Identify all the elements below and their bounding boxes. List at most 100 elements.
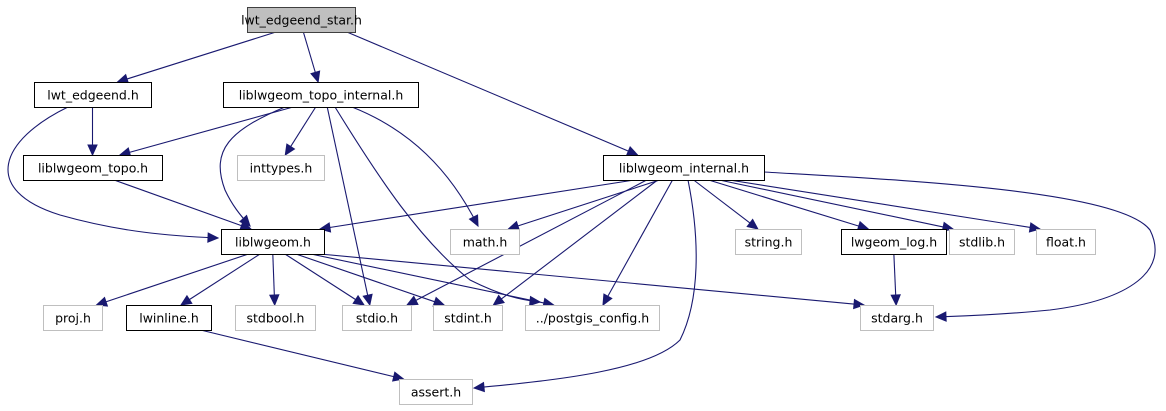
edge-liblwgeom_internal-to-assert: [472, 179, 697, 393]
node-box: [126, 305, 212, 331]
edge-line: [473, 179, 697, 389]
edge-line: [284, 253, 357, 301]
edge-lwt_edgeend_star-to-lwt_edgeend: [116, 31, 277, 84]
node-liblwgeom-internal[interactable]: liblwgeom_internal.h: [603, 155, 765, 181]
edge-liblwgeom_topo_internal-to-liblwgeom_topo: [118, 106, 294, 158]
node-stdarg: stdarg.h: [860, 305, 934, 331]
node-label: stdbool.h: [247, 311, 305, 326]
edge-line: [219, 106, 286, 227]
arrowhead-icon: [392, 371, 405, 382]
arrowhead-icon: [507, 220, 520, 231]
node-label: liblwgeom.h: [235, 235, 311, 250]
arrowhead-icon: [310, 70, 321, 84]
edge-line: [113, 179, 243, 227]
arrowhead-icon: [269, 294, 280, 307]
arrowhead-icon: [179, 294, 193, 306]
node-box: [450, 229, 520, 255]
edge-line: [125, 31, 277, 80]
edge-line: [289, 106, 317, 148]
arrowhead-icon: [853, 298, 866, 310]
edge-liblwgeom-to-postgis_config: [310, 253, 555, 309]
edge-liblwgeom_internal-to-postgis_config: [602, 179, 674, 307]
node-box: [223, 82, 419, 108]
edge-liblwgeom-to-stdbool: [269, 253, 280, 307]
node-label: lwt_edgeend.h: [47, 88, 139, 103]
edge-line: [310, 253, 545, 304]
node-box: [433, 305, 503, 331]
node-lwinline[interactable]: lwinline.h: [126, 305, 212, 331]
edge-line: [693, 179, 752, 224]
edge-lwt_edgeend-to-liblwgeom_topo: [87, 107, 98, 157]
node-postgis-config: ../postgis_config.h: [525, 305, 660, 331]
edge-liblwgeom_internal-to-stdint: [492, 179, 658, 306]
node-label: proj.h: [55, 311, 91, 326]
edge-liblwgeom_topo_internal-to-inttypes: [284, 106, 317, 157]
arrowhead-icon: [468, 214, 479, 228]
node-box: [735, 229, 802, 255]
edges-layer: [7, 31, 1156, 393]
edge-line: [104, 253, 249, 303]
node-label: lwt_edgeend_star.h: [241, 13, 362, 28]
arrowhead-icon: [746, 218, 759, 230]
edge-liblwgeom_internal-to-stdio: [405, 179, 647, 306]
arrowhead-icon: [87, 144, 98, 157]
node-label: float.h: [1046, 235, 1086, 250]
node-label: inttypes.h: [250, 161, 313, 176]
arrowhead-icon: [934, 311, 947, 322]
node-box: [43, 305, 103, 331]
arrowhead-icon: [405, 295, 419, 306]
node-label: ../postgis_config.h: [536, 311, 649, 326]
node-proj: proj.h: [43, 305, 103, 331]
edge-lwgeom_log-to-stdarg: [890, 253, 901, 307]
node-lwt-edgeend[interactable]: lwt_edgeend.h: [34, 82, 152, 108]
node-liblwgeom-topo-internal[interactable]: liblwgeom_topo_internal.h: [223, 82, 419, 108]
arrowhead-icon: [890, 294, 901, 307]
node-lwt-edgeend-star[interactable]: lwt_edgeend_star.h: [241, 7, 362, 33]
node-label: math.h: [463, 235, 508, 250]
edge-liblwgeom-to-lwinline: [179, 253, 261, 306]
node-label: liblwgeom_internal.h: [619, 161, 749, 176]
edge-line: [188, 253, 261, 301]
edge-liblwgeom_internal-to-string: [693, 179, 759, 230]
edge-line: [328, 179, 635, 229]
edge-liblwgeom-to-proj: [95, 253, 249, 307]
arrowhead-icon: [95, 296, 109, 307]
node-box: [399, 379, 473, 405]
arrowhead-icon: [352, 294, 366, 306]
edge-line: [500, 179, 658, 300]
node-box: [1036, 229, 1096, 255]
node-box: [247, 7, 356, 33]
node-label: stdarg.h: [871, 311, 923, 326]
node-label: string.h: [745, 235, 793, 250]
node-label: assert.h: [411, 385, 461, 400]
edge-line: [295, 253, 436, 303]
edge-line: [351, 106, 479, 227]
arrowhead-icon: [492, 294, 505, 306]
node-lwgeom-log[interactable]: lwgeom_log.h: [841, 229, 947, 255]
node-label: liblwgeom_topo_internal.h: [239, 88, 404, 103]
arrowhead-icon: [472, 381, 485, 393]
node-liblwgeom-topo[interactable]: liblwgeom_topo.h: [23, 155, 163, 181]
node-stdbool: stdbool.h: [235, 305, 316, 331]
edge-liblwgeom_topo_internal-to-postgis_config: [334, 106, 542, 307]
node-box: [34, 82, 152, 108]
arrowhead-icon: [116, 73, 130, 84]
node-liblwgeom[interactable]: liblwgeom.h: [221, 229, 325, 255]
arrowhead-icon: [432, 296, 446, 307]
edge-lwt_edgeend-to-liblwgeom: [7, 106, 220, 243]
arrowhead-icon: [625, 146, 639, 156]
node-box: [342, 305, 412, 331]
arrowhead-icon: [362, 293, 373, 307]
edge-liblwgeom_topo-to-liblwgeom: [113, 179, 253, 231]
node-label: lwgeom_log.h: [851, 235, 937, 250]
edge-line: [516, 179, 660, 227]
node-box: [841, 229, 947, 255]
nodes-layer: lwt_edgeend_star.h lwt_edgeend.h liblwgeom…: [23, 7, 1096, 405]
edge-line: [346, 31, 630, 152]
node-box: [525, 305, 660, 331]
node-stdlib: stdlib.h: [949, 229, 1015, 255]
edge-line: [708, 179, 860, 227]
edge-line: [302, 31, 317, 74]
edge-line: [729, 179, 1032, 229]
node-label: stdio.h: [356, 311, 398, 326]
